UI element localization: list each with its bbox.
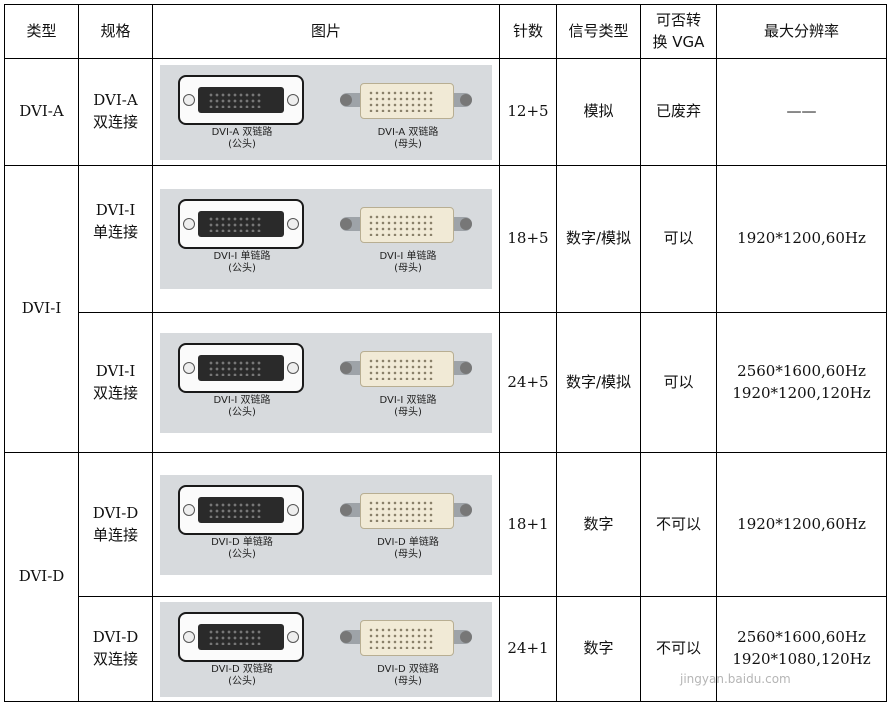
connector-photo: DVI-A 双链路 (公头) DVI-A 双链路 (母头)	[160, 64, 492, 160]
pins-cell: 18+5	[499, 165, 557, 313]
female-caption: DVI-D 单链路 (母头)	[377, 536, 439, 560]
spec-cell: DVI-A 双连接	[78, 58, 153, 166]
resolution-cell: 2560*1600,60Hz 1920*1200,120Hz	[716, 312, 887, 453]
male-connector-icon	[178, 342, 304, 393]
pins-cell: 18+1	[499, 452, 557, 597]
male-connector-icon	[178, 199, 304, 249]
picture-cell: DVI-I 单链路 (公头) DVI-I 单链路 (母头)	[152, 165, 500, 313]
header-spec: 规格	[78, 4, 153, 59]
resolution-cell: 2560*1600,60Hz 1920*1080,120Hz	[716, 596, 887, 702]
group-cell-dvi-i: DVI-I	[4, 165, 79, 453]
spec-cell: DVI-I 双连接	[78, 312, 153, 453]
female-connector-icon	[340, 618, 472, 658]
header-vga: 可否转 换 VGA	[640, 4, 717, 59]
connector-photo: DVI-D 双链路 (公头) DVI-D 双链路 (母头)	[160, 601, 492, 697]
connector-photo: DVI-I 单链路 (公头) DVI-I 单链路 (母头)	[160, 189, 492, 289]
picture-cell: DVI-A 双链路 (公头) DVI-A 双链路 (母头)	[152, 58, 500, 166]
vga-cell: 不可以	[640, 596, 717, 702]
picture-cell: DVI-D 单链路 (公头) DVI-D 单链路 (母头)	[152, 452, 500, 597]
table-row: DVI-D DVI-D 单连接 DVI-D 单链路 (公头) DVI-D 单链路…	[4, 452, 887, 702]
picture-cell: DVI-I 双链路 (公头) DVI-I 双链路 (母头)	[152, 312, 500, 453]
pins-cell: 12+5	[499, 58, 557, 166]
female-caption: DVI-I 单链路 (母头)	[379, 251, 437, 274]
connector-photo: DVI-I 双链路 (公头) DVI-I 双链路 (母头)	[160, 332, 492, 433]
resolution-cell: 1920*1200,60Hz	[716, 452, 887, 597]
header-type: 类型	[4, 4, 79, 59]
spec-cell: DVI-D 双连接	[78, 596, 153, 702]
signal-cell: 数字	[556, 596, 641, 702]
male-connector-icon	[178, 611, 304, 662]
table-row: DVI-D 双连接 DVI-D 双链路 (公头) DVI-D 双链路 (母头) …	[5, 596, 887, 702]
female-connector-icon	[340, 205, 472, 245]
table-row: DVI-I 双连接 DVI-I 双链路 (公头) DVI-I 双链路 (母头) …	[5, 312, 887, 453]
group-cell-dvi-d: DVI-D	[4, 452, 79, 702]
female-caption: DVI-I 双链路 (母头)	[379, 394, 437, 418]
table-row: DVI-I DVI-I 单连接 DVI-I 单链路 (公头) DVI-I 单链路…	[4, 165, 887, 453]
male-connector-icon	[178, 74, 304, 125]
resolution-cell: 1920*1200,60Hz	[716, 165, 887, 313]
header-resolution: 最大分辨率	[716, 4, 887, 59]
male-caption: DVI-I 双链路 (公头)	[213, 394, 271, 418]
signal-cell: 数字	[556, 452, 641, 597]
signal-cell: 数字/模拟	[556, 165, 641, 313]
pins-cell: 24+5	[499, 312, 557, 453]
female-caption: DVI-D 双链路 (母头)	[377, 663, 439, 687]
male-caption: DVI-D 单链路 (公头)	[211, 536, 273, 560]
female-caption: DVI-A 双链路 (母头)	[377, 126, 439, 150]
vga-cell: 可以	[640, 165, 717, 313]
vga-cell: 已废弃	[640, 58, 717, 166]
spec-cell: DVI-I 单连接	[78, 165, 153, 313]
header-picture: 图片	[152, 4, 500, 59]
female-connector-icon	[340, 81, 472, 121]
male-caption: DVI-A 双链路 (公头)	[211, 126, 273, 150]
group-cell-dvi-a: DVI-A	[4, 58, 79, 166]
picture-cell: DVI-D 双链路 (公头) DVI-D 双链路 (母头)	[152, 596, 500, 702]
pins-cell: 24+1	[499, 596, 557, 702]
male-caption: DVI-D 双链路 (公头)	[211, 663, 273, 687]
spec-cell: DVI-D 单连接	[78, 452, 153, 597]
female-connector-icon	[340, 491, 472, 531]
dvi-comparison-table: 类型 规格 图片 针数 信号类型 可否转 换 VGA 最大分辨率 DVI-A D…	[4, 4, 887, 702]
vga-cell: 不可以	[640, 452, 717, 597]
header-pins: 针数	[499, 4, 557, 59]
female-connector-icon	[340, 349, 472, 389]
male-caption: DVI-I 单链路 (公头)	[213, 251, 271, 274]
male-connector-icon	[178, 484, 304, 535]
connector-photo: DVI-D 单链路 (公头) DVI-D 单链路 (母头)	[160, 474, 492, 575]
header-row: 类型 规格 图片 针数 信号类型 可否转 换 VGA 最大分辨率	[4, 4, 887, 59]
resolution-cell: ——	[716, 58, 887, 166]
table-row: DVI-A DVI-A 双连接 DVI-A 双链路 (公头) DVI-A 双链路…	[4, 58, 887, 166]
vga-cell: 可以	[640, 312, 717, 453]
header-signal: 信号类型	[556, 4, 641, 59]
signal-cell: 模拟	[556, 58, 641, 166]
signal-cell: 数字/模拟	[556, 312, 641, 453]
